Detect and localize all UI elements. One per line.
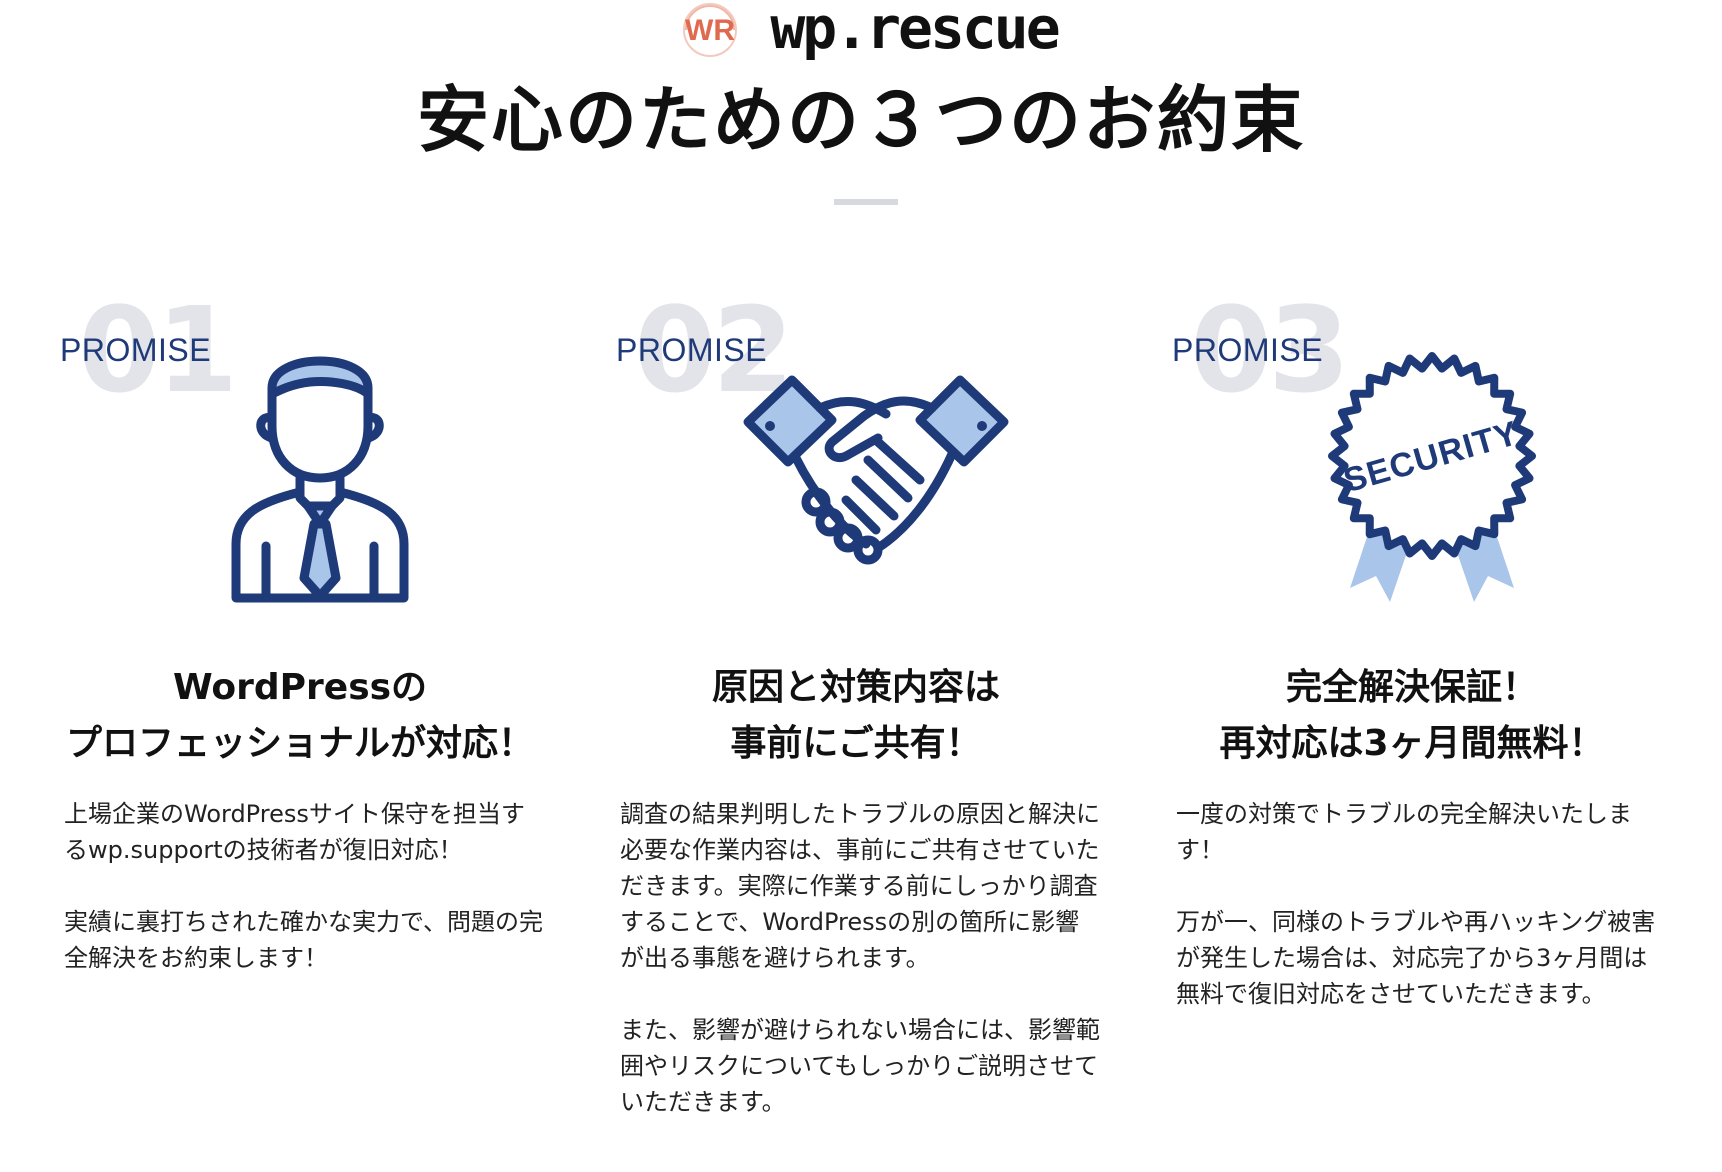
promise-title: 原因と対策内容は 事前にご共有！	[711, 667, 1000, 764]
promise-title: WordPressの プロフェッショナルが対応！	[65, 667, 534, 764]
promise-paragraph: 一度の対策でトラブルの完全解決いたします！	[1176, 800, 1632, 864]
promise-number: 01	[78, 281, 238, 419]
svg-text:WR: WR	[685, 14, 735, 47]
page-title: 安心のための３つのお約束	[416, 78, 1305, 162]
promise-paragraph: 調査の結果判明したトラブルの原因と解決に必要な作業内容は、事前にご共有させていた…	[620, 800, 1100, 972]
title-divider	[834, 199, 898, 205]
promise-paragraph: また、影響が避けられない場合には、影響範囲やリスクについてもしっかりご説明させて…	[620, 1016, 1100, 1116]
promise-card-2: 02 PROMISE 原因と対策内容は 事前にご共有！ 調査の結果判明したトラブ…	[616, 290, 1116, 1170]
handshake-icon	[743, 375, 1009, 565]
promise-body: 一度の対策でトラブルの完全解決いたします！ 万が一、同様のトラブルや再ハッキング…	[1176, 796, 1656, 1048]
brand[interactable]: WR wp.rescue	[0, 0, 1722, 58]
promise-paragraph: 万が一、同様のトラブルや再ハッキング被害が発生した場合は、対応完了から3ヶ月間は…	[1176, 908, 1656, 1008]
promise-label: PROMISE	[616, 332, 768, 368]
promise-label: PROMISE	[1172, 332, 1324, 368]
promise-label: PROMISE	[60, 332, 212, 368]
promise-card-1: 01 PROMISE WordPressの プロフェッショナルが対応！ 上場企業…	[60, 290, 560, 1170]
promise-card-3: 03 PROMISE SECURITY 完全解決保証！ 再対応は3ヶ月間無料！ …	[1172, 290, 1672, 1170]
brand-name: wp.rescue	[770, 0, 1060, 62]
promise-body: 上場企業のWordPressサイト保守を担当するwp.supportの技術者が復…	[64, 796, 544, 1012]
promise-body: 調査の結果判明したトラブルの原因と解決に必要な作業内容は、事前にご共有させていた…	[620, 796, 1100, 1156]
security-seal-icon: SECURITY	[1328, 352, 1536, 602]
promise-paragraph: 実績に裏打ちされた確かな実力で、問題の完全解決をお約束します！	[64, 908, 544, 972]
wr-logo-icon: WR	[683, 3, 738, 57]
businessman-icon	[231, 356, 409, 603]
promise-number: 02	[634, 281, 794, 419]
promise-title: 完全解決保証！ 再対応は3ヶ月間無料！	[1219, 667, 1605, 764]
promise-number: 03	[1190, 281, 1350, 419]
promise-paragraph: 上場企業のWordPressサイト保守を担当するwp.supportの技術者が復…	[64, 800, 525, 864]
